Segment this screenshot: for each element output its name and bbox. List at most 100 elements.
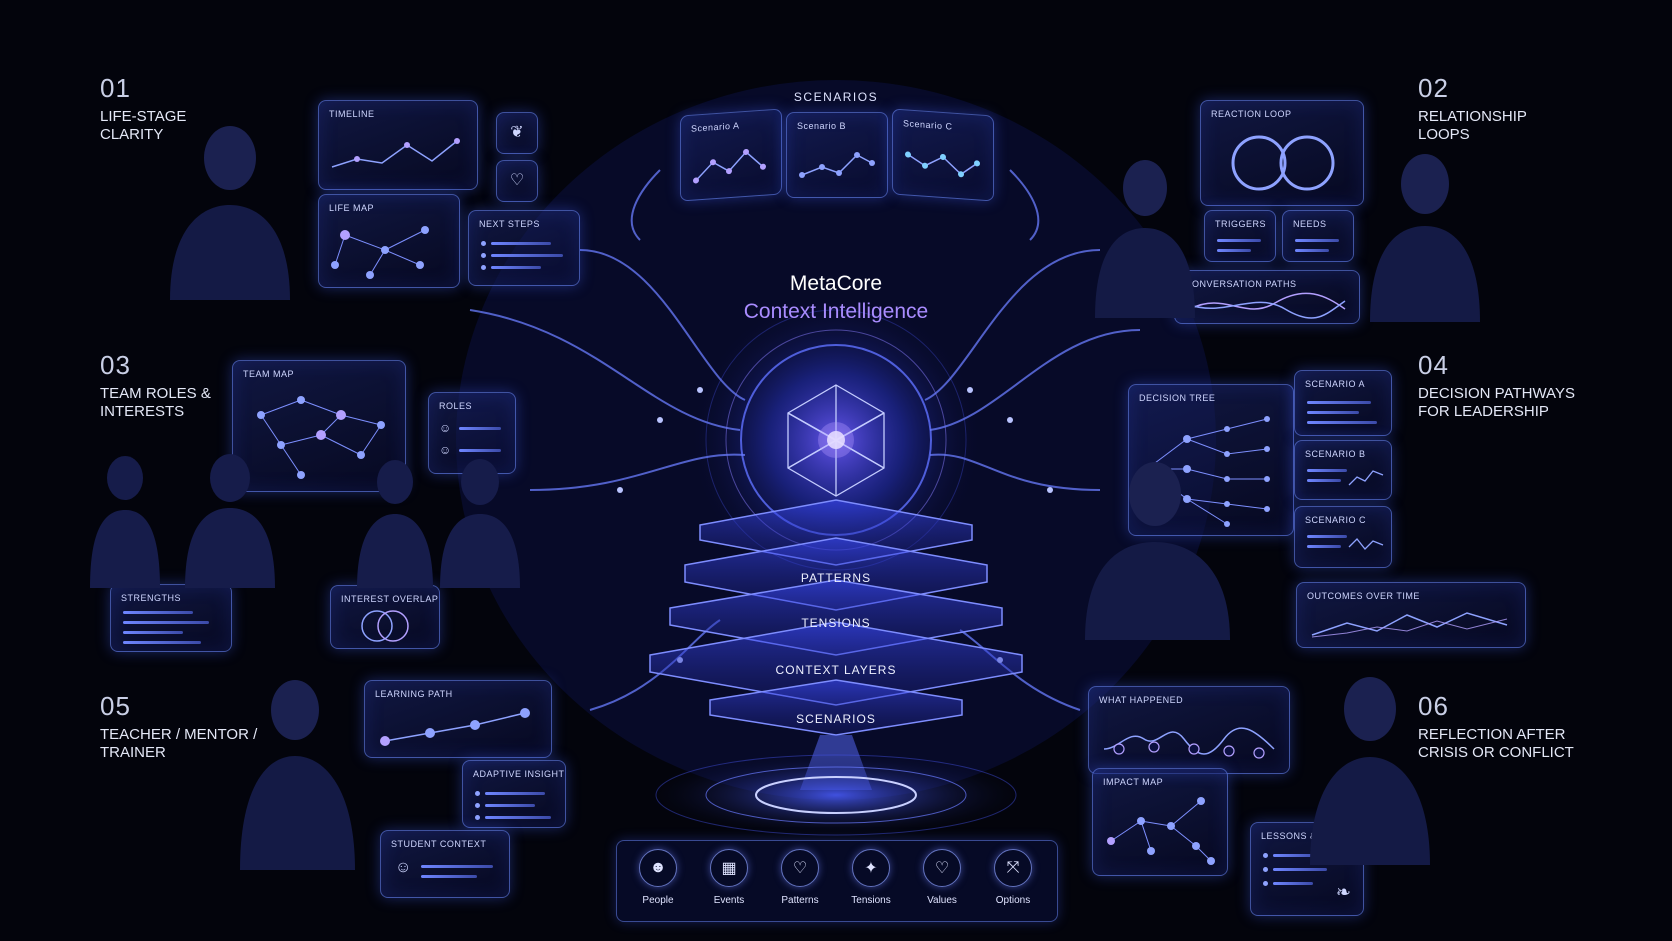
section-title: RELATIONSHIP LOOPS xyxy=(1418,108,1527,143)
category-patterns[interactable]: ♡ Patterns xyxy=(765,841,835,906)
category-people[interactable]: ☻ People xyxy=(623,841,693,906)
person-silhouette xyxy=(240,680,355,870)
triggers-panel[interactable]: TRIGGERS xyxy=(1204,210,1276,262)
adaptive-insight-panel[interactable]: ADAPTIVE INSIGHT xyxy=(462,760,566,828)
loop-graphic xyxy=(1231,135,1335,191)
needs-panel[interactable]: NEEDS xyxy=(1282,210,1354,262)
student-icon: ☺ xyxy=(395,859,412,876)
panel-label: CONVERSATION PATHS xyxy=(1185,279,1297,289)
reaction-loop-panel[interactable]: REACTION LOOP xyxy=(1200,100,1364,206)
category-label: Patterns xyxy=(781,895,819,906)
panel-label: SCENARIO A xyxy=(1305,379,1366,389)
panel-label: ROLES xyxy=(439,401,473,411)
category-bar: ☻ People ▦ Events ♡ Patterns ✦ Tensions … xyxy=(616,840,1058,922)
sparkline xyxy=(1348,538,1384,550)
heart-icon-tile[interactable]: ♡ xyxy=(496,160,538,202)
section-01: 01 LIFE-STAGE CLARITY xyxy=(100,74,186,144)
scenario-b-panel[interactable]: SCENARIO B xyxy=(1294,440,1392,500)
team-map-panel[interactable]: TEAM MAP xyxy=(232,360,406,492)
section-05: 05 TEACHER / MENTOR / TRAINER xyxy=(100,692,257,762)
panel-label: TIMELINE xyxy=(329,109,375,119)
sparkline xyxy=(1348,470,1384,486)
calendar-icon: ▦ xyxy=(710,849,748,887)
interest-overlap-panel[interactable]: INTEREST OVERLAP xyxy=(330,585,440,649)
paths-graphic xyxy=(1189,292,1346,319)
layer-scenarios: SCENARIOS xyxy=(796,712,876,726)
what-happened-panel[interactable]: WHAT HAPPENED xyxy=(1088,686,1290,774)
strengths-panel[interactable]: STRENGTHS xyxy=(110,584,232,652)
panel-label: NEEDS xyxy=(1293,219,1327,229)
category-label: Values xyxy=(927,895,957,906)
section-03: 03 TEAM ROLES & INTERESTS xyxy=(100,351,211,421)
branch-icon: ⤧ xyxy=(994,849,1032,887)
panel-label: REACTION LOOP xyxy=(1211,109,1292,119)
learning-path-panel[interactable]: LEARNING PATH xyxy=(364,680,552,758)
panel-label: ADAPTIVE INSIGHT xyxy=(473,769,565,779)
person-silhouette xyxy=(170,126,290,300)
panel-label: LIFE MAP xyxy=(329,203,375,213)
student-context-panel[interactable]: STUDENT CONTEXT ☺ xyxy=(380,830,510,898)
panel-label: INTEREST OVERLAP xyxy=(341,594,439,604)
section-title: TEAM ROLES & INTERESTS xyxy=(100,385,211,420)
lifemap-panel[interactable]: LIFE MAP xyxy=(318,194,460,288)
scenario-graph xyxy=(693,148,766,184)
category-label: Options xyxy=(995,895,1031,906)
category-values[interactable]: ♡ Values xyxy=(907,841,977,906)
conversation-paths-panel[interactable]: CONVERSATION PATHS xyxy=(1174,270,1360,324)
scenario-card-label: Scenario C xyxy=(903,118,953,132)
section-number: 04 xyxy=(1418,350,1449,380)
scenario-card-b[interactable]: Scenario B xyxy=(786,112,888,198)
person-silhouette xyxy=(1095,160,1195,318)
scenario-a-panel[interactable]: SCENARIO A xyxy=(1294,370,1392,436)
category-tensions[interactable]: ✦ Tensions xyxy=(836,841,906,906)
team-silhouettes xyxy=(90,454,520,588)
next-steps-panel[interactable]: NEXT STEPS xyxy=(468,210,580,286)
lifemap-graph xyxy=(331,226,429,279)
category-options[interactable]: ⤧ Options xyxy=(978,841,1048,906)
scenarios-header: SCENARIOS xyxy=(793,90,879,104)
layer-context: CONTEXT LAYERS xyxy=(775,663,897,677)
center-title: MetaCore xyxy=(789,272,883,295)
scenario-graph xyxy=(905,151,980,178)
panel-label: TRIGGERS xyxy=(1215,219,1267,229)
scenario-card-label: Scenario B xyxy=(797,121,847,131)
plant-icon-tile[interactable]: ❦ xyxy=(496,112,538,154)
panel-label: OUTCOMES OVER TIME xyxy=(1307,591,1420,601)
section-title: TEACHER / MENTOR / TRAINER xyxy=(100,726,258,761)
person-silhouette xyxy=(1085,462,1230,640)
scenario-c-panel[interactable]: SCENARIO C xyxy=(1294,506,1392,568)
center-subtitle: Context Intelligence xyxy=(743,300,929,323)
panel-label: IMPACT MAP xyxy=(1103,777,1164,787)
section-number: 01 xyxy=(100,73,131,103)
impact-map-graph xyxy=(1107,797,1215,865)
category-events[interactable]: ▦ Events xyxy=(694,841,764,906)
roles-panel[interactable]: ROLES ☺ ☺ xyxy=(428,392,516,474)
plant-icon: ❦ xyxy=(510,124,524,141)
outcomes-graph xyxy=(1311,612,1508,638)
timeline-graph xyxy=(331,138,460,168)
scenario-card-a[interactable]: Scenario A xyxy=(680,108,782,202)
heart-icon: ♡ xyxy=(781,849,819,887)
person-silhouette xyxy=(1370,154,1480,322)
panel-label: STRENGTHS xyxy=(121,593,182,603)
impact-map-panel[interactable]: IMPACT MAP xyxy=(1092,768,1228,876)
heart-outline-icon: ♡ xyxy=(923,849,961,887)
outcomes-panel[interactable]: OUTCOMES OVER TIME xyxy=(1296,582,1526,648)
layer-patterns: PATTERNS xyxy=(800,571,872,585)
scenario-graph xyxy=(799,152,875,178)
section-number: 05 xyxy=(100,691,131,721)
section-number: 03 xyxy=(100,350,131,380)
panel-label: STUDENT CONTEXT xyxy=(391,839,487,849)
learning-path-graph xyxy=(380,708,530,746)
panel-label: TEAM MAP xyxy=(243,369,295,379)
heart-icon: ♡ xyxy=(509,172,525,189)
what-happened-graph xyxy=(1103,727,1275,759)
section-title: DECISION PATHWAYS FOR LEADERSHIP xyxy=(1418,385,1575,420)
scenario-card-label: Scenario A xyxy=(691,120,740,134)
timeline-panel[interactable]: TIMELINE xyxy=(318,100,478,190)
panel-label: SCENARIO B xyxy=(1305,449,1366,459)
scenario-card-c[interactable]: Scenario C xyxy=(892,108,994,202)
category-label: Events xyxy=(713,895,745,906)
panel-label: LEARNING PATH xyxy=(375,689,453,699)
